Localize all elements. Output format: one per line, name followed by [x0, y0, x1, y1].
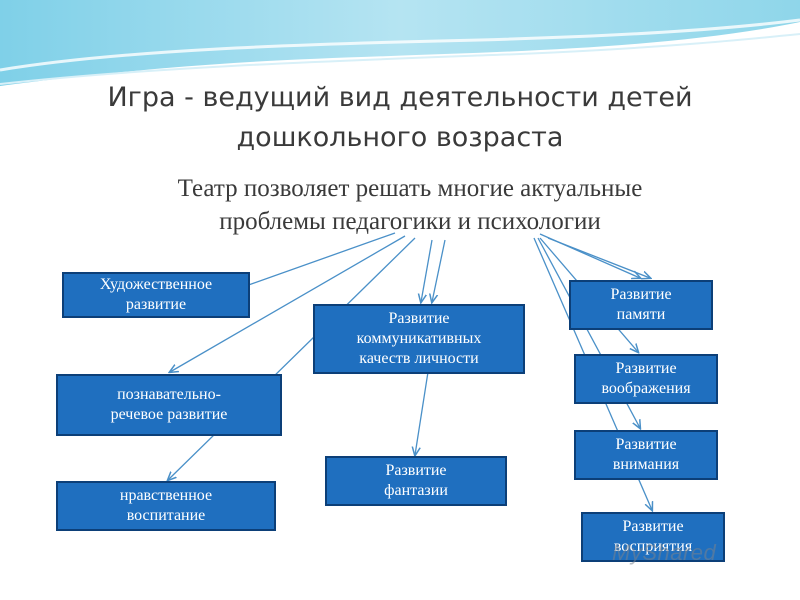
header-wave-decoration — [0, 0, 800, 86]
arrow-to-art — [240, 232, 396, 288]
arrow-to-communicative-a — [421, 239, 433, 302]
slide-title: Игра - ведущий вид деятельности детей до… — [107, 82, 693, 153]
box-imagination-development: Развитие воображения — [574, 354, 718, 404]
box-perception-development: Развитие восприятия — [581, 512, 725, 562]
arrow-to-memory-b — [547, 237, 650, 278]
box-fantasy-development: Развитие фантазии — [325, 456, 507, 506]
box-moral-education: нравственное воспитание — [56, 481, 276, 531]
watermark: MyShared — [612, 540, 717, 565]
box-communicative-development: Развитие коммуникативных качеств личност… — [313, 304, 525, 374]
arrow-to-communicative-b — [432, 239, 446, 302]
arrow-to-cognitive — [170, 235, 406, 372]
arrow-to-moral — [168, 237, 416, 480]
box-attention-development: Развитие внимания — [574, 430, 718, 480]
box-art-development: Художественное развитие — [62, 272, 250, 318]
arrow-to-fantasy — [415, 371, 429, 455]
box-cognitive-speech-development: познавательно- речевое развитие — [56, 374, 282, 436]
box-memory-development: Развитие памяти — [569, 280, 713, 330]
slide-subtitle: Театр позволяет решать многие актуальные… — [177, 175, 643, 235]
